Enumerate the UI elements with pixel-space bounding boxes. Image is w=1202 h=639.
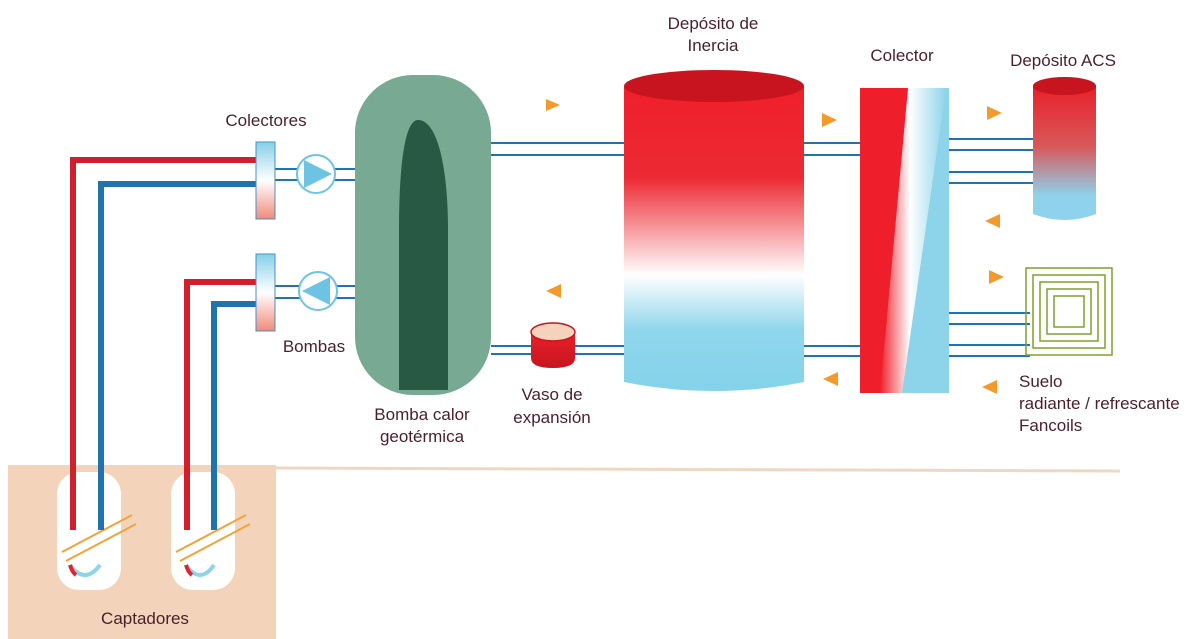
- manifold-bottom: [255, 253, 276, 332]
- flow-arrows: [546, 99, 1004, 394]
- inertia-tank-label-line1: Depósito de: [668, 14, 759, 33]
- ground-loop-pipes: [70, 157, 256, 530]
- flow-arrow-right-icon: [987, 106, 1002, 120]
- pump-bottom-icon: [298, 271, 338, 311]
- bombas-label: Bombas: [283, 337, 345, 356]
- floor-heating-icon: [1025, 267, 1113, 356]
- flow-arrow-left-icon: [546, 284, 561, 298]
- colectores-label: Colectores: [225, 111, 306, 130]
- inertia-tank: [624, 70, 804, 391]
- geothermal-heat-pump: [355, 75, 491, 395]
- colector-label: Colector: [870, 46, 934, 65]
- floor-heating-label-line2: radiante / refrescante: [1019, 394, 1180, 413]
- manifold-top: [255, 141, 276, 220]
- captadores-label: Captadores: [101, 609, 189, 628]
- floor-heating-label-line3: Fancoils: [1019, 416, 1082, 435]
- expansion-vessel-label-line2: expansión: [513, 408, 591, 427]
- flow-arrow-left-icon: [823, 372, 838, 386]
- flow-arrow-right-icon: [822, 113, 837, 127]
- pump-top-icon: [296, 154, 336, 194]
- heatpump-to-tank-pipes: [491, 142, 624, 355]
- flow-arrow-right-icon: [989, 270, 1004, 284]
- colector-manifold: [860, 88, 949, 393]
- inertia-tank-label-line2: Inercia: [687, 36, 739, 55]
- expansion-vessel: [530, 322, 576, 368]
- floor-heating-label-line1: Suelo: [1019, 372, 1062, 391]
- heat-pump-label-line1: Bomba calor: [374, 405, 470, 424]
- acs-tank-label: Depósito ACS: [1010, 51, 1116, 70]
- flow-arrow-left-icon: [982, 380, 997, 394]
- expansion-vessel-label-line1: Vaso de: [521, 385, 582, 404]
- colector-outlet-pipes: [949, 138, 1040, 357]
- flow-arrow-left-icon: [985, 214, 1000, 228]
- heat-pump-label-line2: geotérmica: [380, 427, 465, 446]
- flow-arrow-right-icon: [546, 99, 560, 111]
- acs-tank: [1033, 77, 1096, 220]
